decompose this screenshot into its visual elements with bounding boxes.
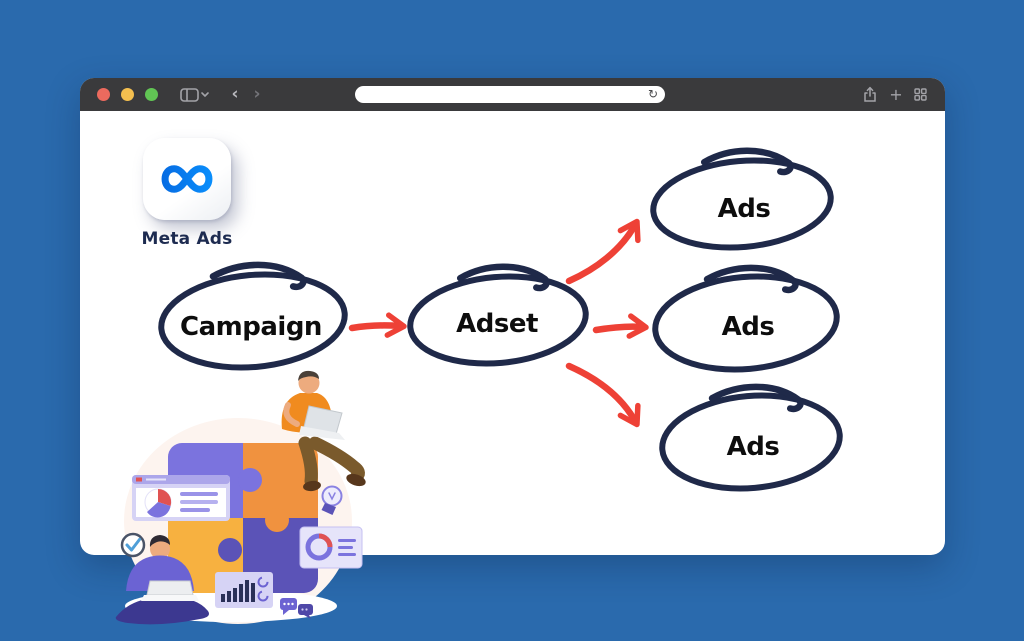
address-bar[interactable]: ↻ [355,86,665,103]
minimize-button[interactable] [121,88,134,101]
ads-node-label-1: Ads [717,194,771,224]
plus-icon: + [889,85,903,104]
chevron-down-icon [201,91,209,97]
back-chevron-icon: ‹ [231,84,239,104]
sidebar-toggle-button[interactable] [178,78,212,111]
pie-chart-card [132,475,230,521]
campaign-node-label: Campaign [180,312,322,342]
chat-bubbles-icon [280,598,313,619]
sidebar-icon [180,87,209,102]
forward-button[interactable]: › [248,78,266,111]
tab-overview-grid-icon [913,88,927,101]
lightbulb-icon [321,485,343,515]
reload-button[interactable]: ↻ [647,87,658,101]
forward-chevron-icon: › [253,84,261,104]
meta-infinity-icon [161,165,213,193]
teamwork-illustration [115,370,366,625]
share-button[interactable] [858,78,882,111]
ads-node-label-2: Ads [721,312,775,342]
bar-chart-card [215,572,273,608]
new-tab-button[interactable]: + [885,78,907,111]
adset-node-label: Adset [456,309,538,339]
person-purple [115,535,209,625]
close-button[interactable] [97,88,110,101]
share-icon [864,86,876,102]
donut-chart-card [299,526,363,569]
meta-ads-logo: Meta Ads [139,138,235,249]
tab-overview-button[interactable] [908,78,932,111]
back-button[interactable]: ‹ [226,78,244,111]
check-circle-icon [120,532,146,558]
meta-ads-label: Meta Ads [141,229,233,249]
browser-toolbar: ‹ › ↻ + [80,78,945,111]
person-orange [281,370,366,492]
ads-node-label-3: Ads [726,432,780,462]
zoom-button[interactable] [145,88,158,101]
meta-app-icon [143,138,231,220]
